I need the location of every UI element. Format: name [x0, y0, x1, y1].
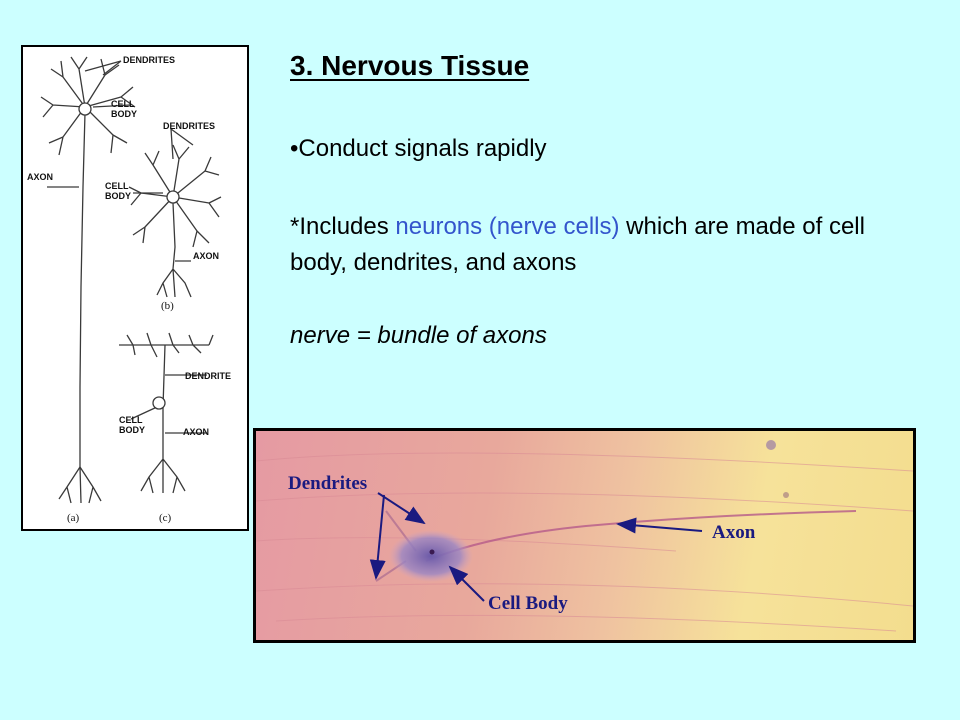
neuron-diagram: DENDRITES CELL BODY AXON DENDRITES CELL … — [21, 45, 249, 531]
arrow-dendrites-1 — [377, 492, 426, 525]
micrograph-label-dendrites: Dendrites — [288, 473, 367, 494]
neuron-diagram-drawing: DENDRITES CELL BODY AXON DENDRITES CELL … — [27, 55, 231, 524]
label-cell-body-a-line1: CELL — [111, 99, 135, 109]
cell-body-b — [166, 190, 180, 204]
includes-text-before: *Includes — [290, 213, 396, 240]
neuron-micrograph: Dendrites Axon Cell Body — [253, 428, 916, 643]
includes-text-after: which are made of cell body, dendrites, … — [290, 213, 865, 276]
micrograph-drawing: Dendrites Axon Cell Body — [256, 440, 913, 632]
caption-a: (a) — [67, 512, 80, 524]
label-dendrites-a: DENDRITES — [123, 55, 175, 65]
arrow-dendrites-2 — [369, 494, 386, 580]
nerve-definition: nerve = bundle of axons — [290, 322, 547, 349]
label-axon-c: AXON — [183, 427, 209, 437]
label-cell-body-b-line2: BODY — [105, 191, 131, 201]
cell-body-a — [78, 102, 92, 116]
arrow-axon — [616, 517, 703, 534]
arrow-cell-body — [448, 565, 485, 602]
bullet-conduct-signals: •Conduct signals rapidly — [290, 135, 547, 162]
micrograph-cell-body — [389, 530, 473, 582]
label-dendrite-c: DENDRITE — [185, 371, 231, 381]
caption-c: (c) — [159, 512, 172, 524]
micrograph-label-axon: Axon — [712, 522, 756, 543]
label-cell-body-b-line1: CELL — [105, 181, 129, 191]
cell-body-c — [152, 396, 166, 410]
neurons-highlight: neurons (nerve cells) — [395, 213, 620, 240]
caption-b: (b) — [161, 300, 174, 312]
slide-title: 3. Nervous Tissue — [290, 50, 530, 81]
label-cell-body-c-line1: CELL — [119, 415, 143, 425]
label-axon-a: AXON — [27, 172, 53, 182]
label-cell-body-a-line2: BODY — [111, 109, 137, 119]
label-cell-body-c-line2: BODY — [119, 425, 145, 435]
micrograph-label-cell-body: Cell Body — [488, 593, 568, 614]
includes-text: *Includes neurons (nerve cells) which ar… — [290, 209, 890, 281]
label-dendrites-b: DENDRITES — [163, 121, 215, 131]
label-axon-b: AXON — [193, 251, 219, 261]
